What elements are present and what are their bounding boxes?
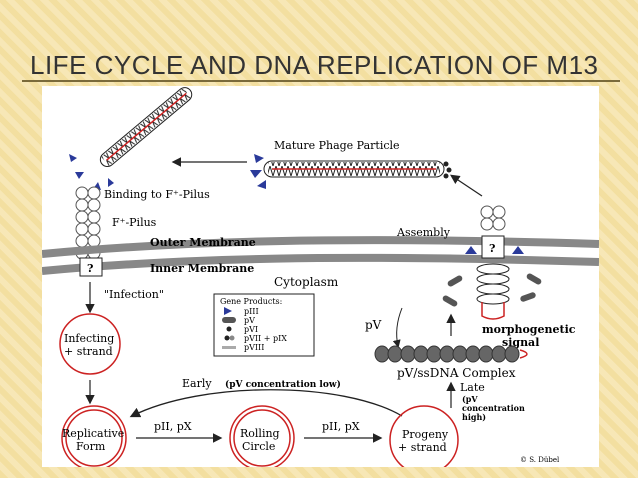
svg-text:?: ? xyxy=(87,262,93,275)
label-early-note: (pV concentration low) xyxy=(225,379,341,390)
label-late-note-3: high) xyxy=(462,412,486,422)
label-pii-px-1: pII, pX xyxy=(154,420,192,433)
arrow-pv xyxy=(392,307,403,348)
inner-membrane xyxy=(42,253,599,275)
legend-item: pVI xyxy=(244,325,258,334)
label-signal: signal xyxy=(502,336,539,349)
label-inner-membrane: Inner Membrane xyxy=(150,262,254,275)
label-outer-membrane: Outer Membrane xyxy=(150,236,256,249)
replicative-form-circle xyxy=(61,405,127,467)
m13-lifecycle-diagram: Mature Phage Particle Binding to F⁺-Pilu… xyxy=(42,87,599,467)
infection-entry: ? xyxy=(79,257,103,277)
label-assembly: Assembly xyxy=(396,226,451,239)
label-infecting: Infecting xyxy=(64,332,114,345)
label-cytoplasm: Cytoplasm xyxy=(274,275,339,289)
label-mature-phage: Mature Phage Particle xyxy=(274,139,400,152)
label-progeny: Progeny xyxy=(402,428,449,441)
svg-text:?: ? xyxy=(489,242,495,255)
complex-hairpin xyxy=(519,349,528,359)
label-early: Early xyxy=(182,377,212,390)
legend-item: pIII xyxy=(244,307,259,316)
label-morphogenetic: morphogenetic xyxy=(482,323,576,336)
pv-ssdna-complex xyxy=(374,345,520,363)
label-infecting-strand: + strand xyxy=(64,345,113,358)
label-circle: Circle xyxy=(242,440,275,453)
label-rolling: Rolling xyxy=(240,427,280,440)
label-pv: pV xyxy=(365,318,382,332)
slide-title: LIFE CYCLE AND DNA REPLICATION OF M13 xyxy=(30,50,599,80)
label-f-pilus: F⁺-Pilus xyxy=(112,216,157,229)
label-complex: pV/ssDNA Complex xyxy=(397,366,516,380)
label-late-note-1: (pV xyxy=(462,394,478,404)
credit-text: © S. Dübel xyxy=(520,456,560,464)
phage-on-pilus xyxy=(99,87,193,168)
label-infection: "Infection" xyxy=(104,288,164,301)
legend-item: pVII + pIX xyxy=(244,334,287,343)
diagram-panel: Mature Phage Particle Binding to F⁺-Pilu… xyxy=(42,86,599,467)
label-late: Late xyxy=(460,381,485,394)
legend-item: pV xyxy=(244,316,255,325)
mature-phage xyxy=(250,154,452,189)
infecting-strand-circle xyxy=(59,313,121,375)
label-pii-px-2: pII, pX xyxy=(322,420,360,433)
legend-box: Gene Products: pIII pV pVI pVII + pIX pV… xyxy=(213,293,315,357)
title-underline xyxy=(22,80,620,82)
progeny-strand-circle xyxy=(389,405,459,467)
arrow-assembly-to-mature xyxy=(450,174,483,197)
label-binding: Binding to F⁺-Pilus xyxy=(104,188,210,201)
legend-item: pVIII xyxy=(244,343,264,352)
label-progeny-strand: + strand xyxy=(398,441,447,454)
arrow-early xyxy=(129,389,403,418)
legend-title: Gene Products: xyxy=(220,297,282,306)
assembly-site: ? xyxy=(442,205,542,320)
rolling-circle xyxy=(229,405,295,467)
label-late-note-2: concentration xyxy=(462,403,525,413)
label-form: Form xyxy=(76,440,106,453)
label-replicative: Replicative xyxy=(62,427,124,440)
